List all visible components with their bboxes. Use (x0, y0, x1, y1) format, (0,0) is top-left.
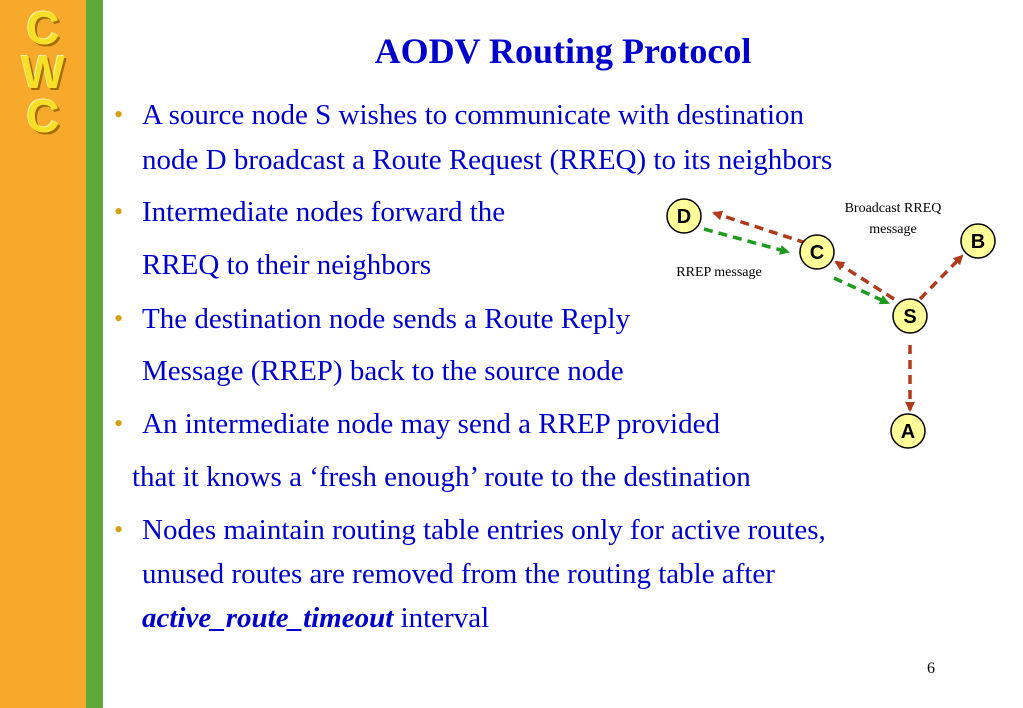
bullet-text: node D broadcast a Route Request (RREQ) … (142, 144, 833, 176)
node-c: C (799, 234, 835, 270)
node-b-label: B (971, 231, 985, 253)
bullet-text: Intermediate nodes forward the (142, 196, 506, 228)
logo-letter: C (26, 90, 60, 142)
rreq-arrow-c-to-d (712, 210, 807, 245)
bullet-text: A source node S wishes to communicate wi… (142, 99, 805, 131)
sidebar-green-band (86, 0, 103, 708)
bullet-marker: • (114, 304, 124, 333)
bullet-text: An intermediate node may send a RREP pro… (142, 408, 720, 440)
rrep-arrow-c-to-s (833, 276, 890, 305)
node-b: B (960, 223, 996, 259)
broadcast-label-line2: message (869, 222, 916, 237)
logo-letter: C (26, 2, 60, 54)
rrep-arrow-d-to-c (703, 227, 790, 255)
sidebar-orange-band (0, 0, 86, 708)
rrep-label: RREP message (676, 265, 761, 280)
rreq-arrow-s-to-b (918, 254, 964, 301)
bullet-marker: • (114, 515, 124, 544)
node-s-label: S (903, 306, 916, 328)
bullet-text: Message (RREP) back to the source node (142, 355, 624, 387)
logo-letter: W (21, 46, 65, 98)
rreq-arrow-s-to-c (834, 260, 895, 301)
page-number: 6 (927, 660, 935, 677)
bullet-text: The destination node sends a Route Reply (142, 303, 631, 335)
node-s: S (892, 298, 928, 334)
bullet-text-final: active_route_timeout interval (142, 601, 489, 635)
bullet-marker: • (114, 100, 124, 129)
node-c-label: C (810, 242, 824, 264)
bullet-tail: interval (393, 602, 490, 634)
bullet-marker: • (114, 197, 124, 226)
bullet-text: Nodes maintain routing table entries onl… (142, 514, 826, 546)
bullet-marker: • (114, 409, 124, 438)
node-a-label: A (901, 421, 915, 443)
broadcast-label-line1: Broadcast RREQ (845, 201, 942, 216)
bullet-text: RREQ to their neighbors (142, 249, 432, 281)
node-d: D (666, 198, 702, 234)
bullet-text: that it knows a ‘fresh enough’ route to … (132, 461, 751, 493)
cwc-logo: C W C (0, 2, 86, 142)
bullet-text: unused routes are removed from the routi… (142, 558, 775, 590)
slide-title: AODV Routing Protocol (374, 31, 752, 71)
node-a: A (890, 413, 926, 449)
node-d-label: D (677, 206, 691, 228)
emphasis-term: active_route_timeout (142, 602, 394, 634)
